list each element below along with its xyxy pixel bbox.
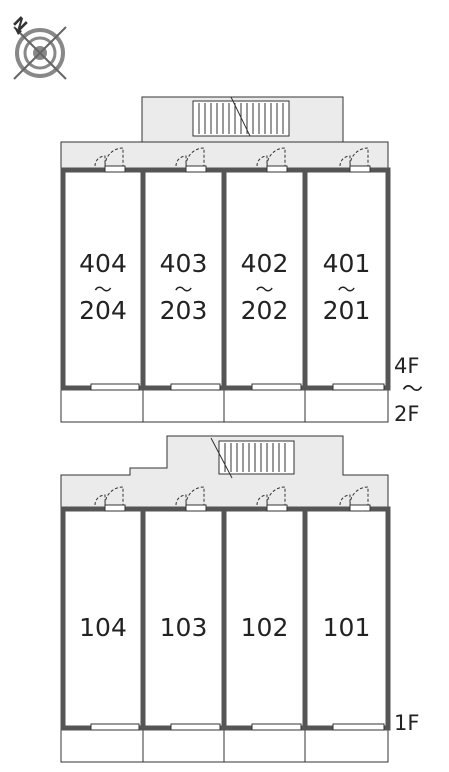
floor-label-tilde: 〜 bbox=[402, 377, 423, 401]
unit-number: 101 bbox=[323, 613, 371, 642]
compass-rose-icon: N bbox=[9, 13, 67, 80]
unit-401-201: 401〜201 bbox=[302, 165, 391, 391]
unit-number-tilde: 〜 bbox=[94, 280, 112, 301]
unit-102: 102 bbox=[221, 504, 308, 731]
unit-number-bottom: 201 bbox=[323, 296, 371, 325]
door-swing-icon bbox=[185, 486, 205, 506]
door-swing-icon bbox=[266, 147, 286, 167]
door-swing-icon bbox=[349, 147, 369, 167]
door-swing-icon bbox=[256, 494, 268, 506]
door-swing-icon bbox=[185, 147, 205, 167]
unit-number-bottom: 203 bbox=[160, 296, 208, 325]
unit-number-bottom: 202 bbox=[241, 296, 289, 325]
door-swing-icon bbox=[104, 147, 124, 167]
unit-number-tilde: 〜 bbox=[338, 280, 356, 301]
unit-103: 103 bbox=[140, 504, 227, 731]
floor-label-4f: 4F bbox=[394, 354, 419, 378]
lower-block: 104 103 102 101 1F bbox=[60, 435, 419, 763]
door-swing-icon bbox=[175, 494, 187, 506]
unit-number-top: 403 bbox=[160, 249, 208, 278]
staircase-icon bbox=[210, 437, 295, 479]
floor-label-1f: 1F bbox=[394, 711, 419, 735]
door-swing-icon bbox=[339, 494, 351, 506]
door-swing-icon bbox=[175, 155, 187, 167]
door-swing-icon bbox=[339, 155, 351, 167]
door-swing-icon bbox=[349, 486, 369, 506]
unit-402-202: 402〜202 bbox=[221, 165, 308, 391]
unit-number: 103 bbox=[160, 613, 208, 642]
unit-number-tilde: 〜 bbox=[175, 280, 193, 301]
unit-104: 104 bbox=[60, 504, 146, 731]
door-swing-icon bbox=[94, 155, 106, 167]
unit-number-tilde: 〜 bbox=[256, 280, 274, 301]
unit-404-204: 404〜204 bbox=[60, 165, 146, 391]
unit-number-top: 402 bbox=[241, 249, 289, 278]
door-swing-icon bbox=[256, 155, 268, 167]
staircase-icon bbox=[192, 96, 290, 137]
unit-number: 104 bbox=[79, 613, 127, 642]
unit-number-top: 404 bbox=[79, 249, 127, 278]
door-swing-icon bbox=[104, 486, 124, 506]
unit-403-203: 403〜203 bbox=[140, 165, 227, 391]
unit-number-top: 401 bbox=[323, 249, 371, 278]
unit-number: 102 bbox=[241, 613, 289, 642]
door-swing-icon bbox=[94, 494, 106, 506]
door-swing-icon bbox=[266, 486, 286, 506]
unit-101: 101 bbox=[302, 504, 391, 731]
floor-label-2f: 2F bbox=[394, 402, 419, 426]
unit-number-bottom: 204 bbox=[79, 296, 127, 325]
